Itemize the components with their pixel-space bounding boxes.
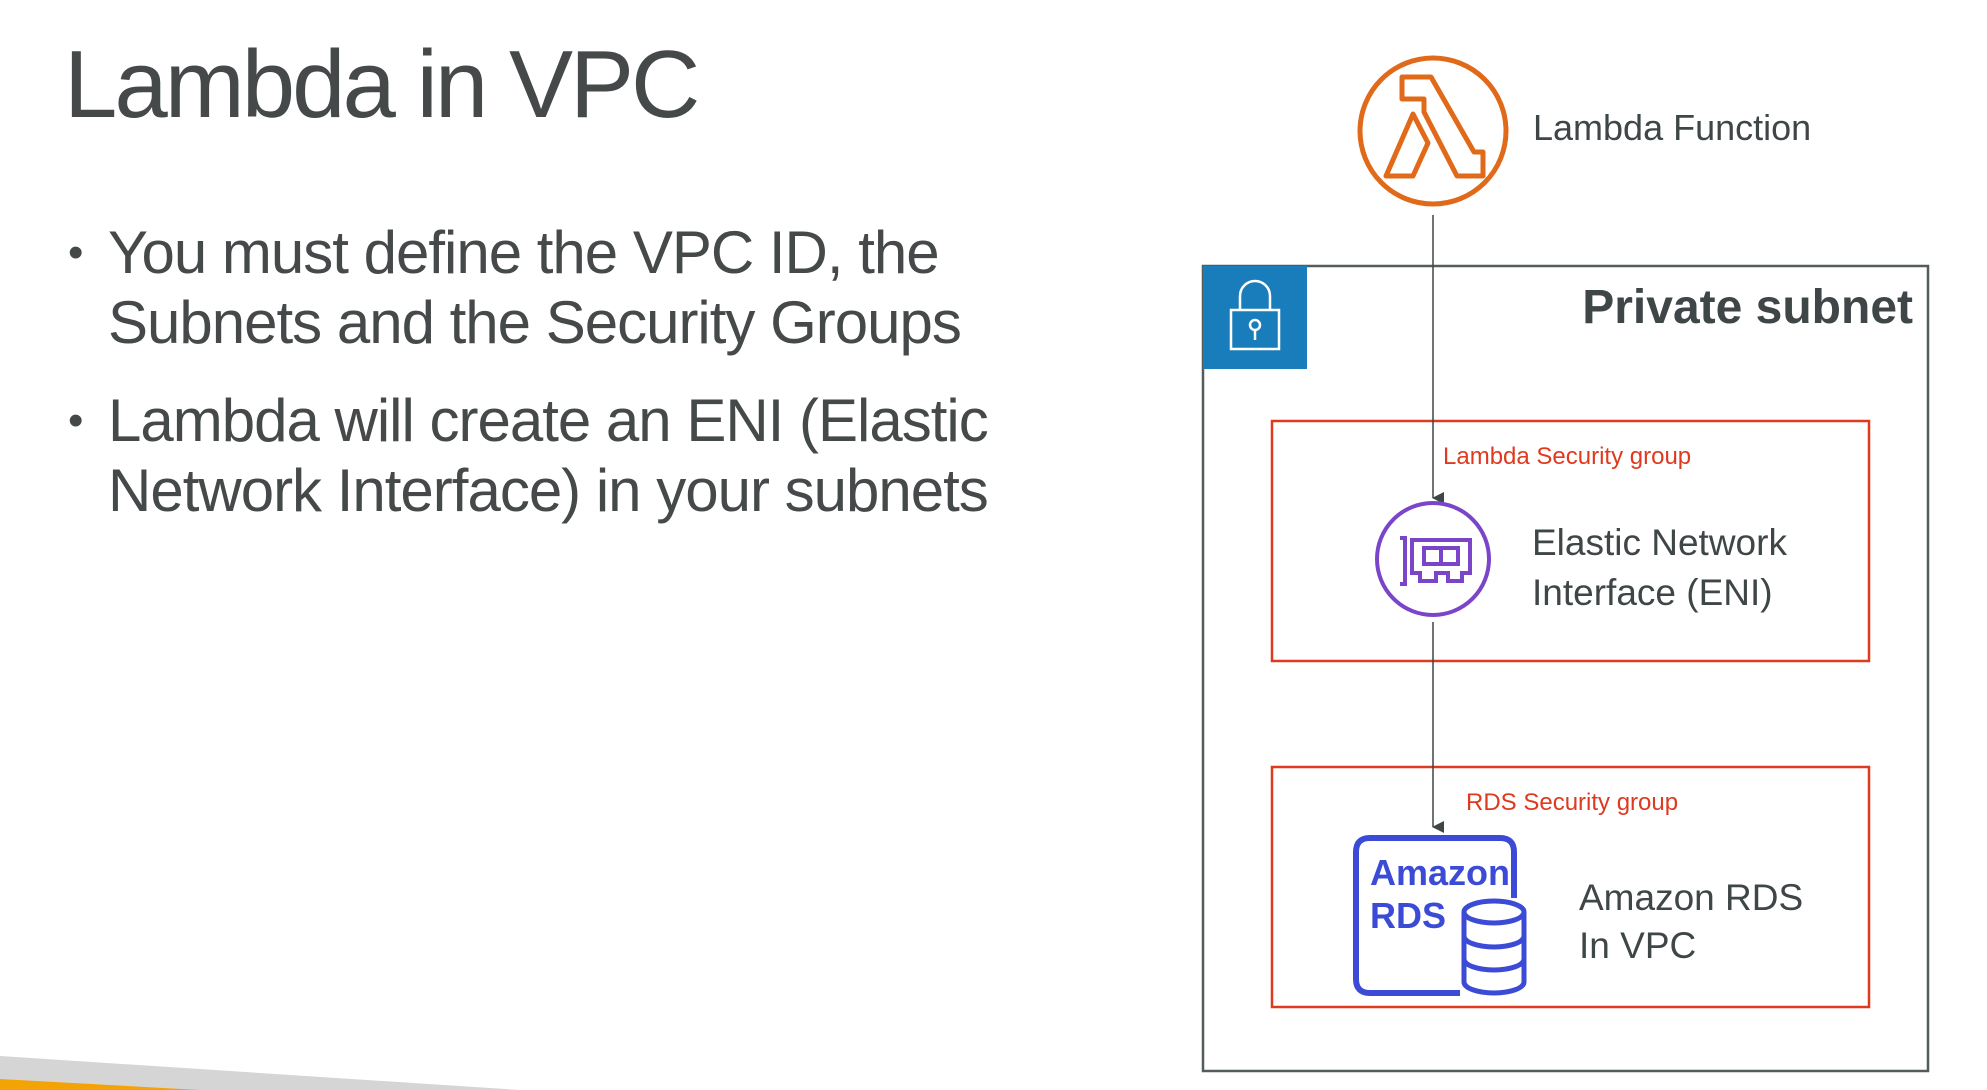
private-subnet-box[interactable] bbox=[1201, 264, 1930, 1073]
rds-security-group-label: RDS Security group bbox=[1466, 789, 1678, 816]
bullet-line: Network Interface) in your subnets bbox=[108, 457, 989, 524]
slide-title: Lambda in VPC bbox=[64, 31, 700, 138]
network-card-icon[interactable] bbox=[1375, 501, 1491, 617]
rds-label-line1: Amazon RDS bbox=[1579, 877, 1803, 918]
lock-icon bbox=[1229, 279, 1281, 351]
rds-security-group-box[interactable] bbox=[1270, 765, 1871, 1009]
bullet-line: Lambda will create an ENI (Elastic bbox=[108, 387, 989, 454]
rds-icon[interactable]: Amazon RDS bbox=[1353, 835, 1527, 996]
subnet-badge bbox=[1203, 266, 1307, 369]
rds-icon-text-line2: RDS bbox=[1370, 895, 1446, 936]
eni-label-line1: Elastic Network bbox=[1532, 522, 1787, 563]
bullet-dot-icon: • bbox=[68, 228, 83, 277]
lambda-security-group-label: Lambda Security group bbox=[1443, 443, 1691, 470]
bullet-item: • Lambda will create an ENI (Elastic Net… bbox=[66, 386, 1026, 526]
eni-label-line2: Interface (ENI) bbox=[1532, 572, 1773, 613]
bullet-item: • You must define the VPC ID, the Subnet… bbox=[66, 218, 1026, 358]
footer-orange-stripe bbox=[0, 1079, 200, 1090]
lambda-function-label: Lambda Function bbox=[1533, 107, 1811, 148]
database-icon bbox=[1461, 898, 1527, 996]
bullet-list: • You must define the VPC ID, the Subnet… bbox=[66, 218, 1026, 554]
rds-label-line2: In VPC bbox=[1579, 925, 1696, 966]
rds-icon-text-line1: Amazon bbox=[1370, 852, 1510, 893]
bullet-line: You must define the VPC ID, the bbox=[108, 219, 940, 286]
footer-decoration bbox=[0, 1056, 520, 1090]
subnet-label: Private subnet bbox=[1582, 281, 1913, 334]
bullet-line: Subnets and the Security Groups bbox=[108, 289, 962, 356]
lambda-security-group-box[interactable] bbox=[1270, 419, 1871, 663]
bullet-dot-icon: • bbox=[68, 396, 83, 445]
footer-gray-stripe bbox=[0, 1056, 520, 1090]
lambda-icon[interactable] bbox=[1357, 55, 1509, 207]
